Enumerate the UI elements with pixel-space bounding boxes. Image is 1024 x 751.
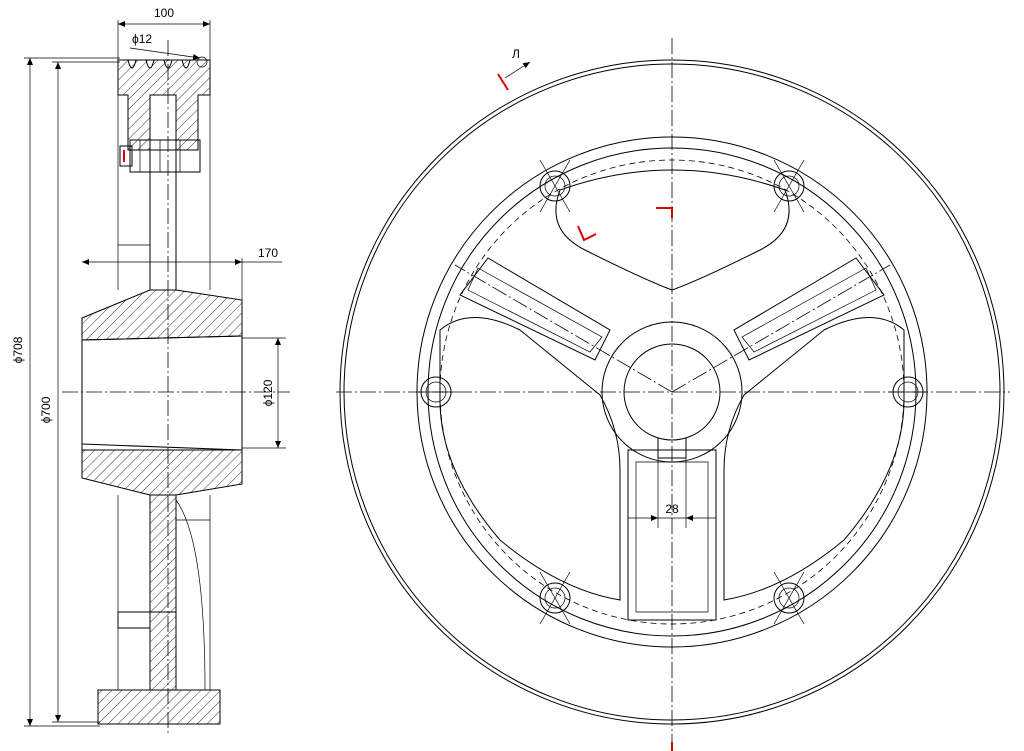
section-marker-left [577,225,597,242]
spoke-upper-right [733,257,885,361]
rim-top-section [117,59,211,151]
hub-section-bottom [81,449,243,496]
spoke-upper-left [459,257,611,361]
dimension-outer-708: ϕ708 [11,57,120,727]
hub-section-top [81,289,243,341]
bolt-hole-top-left [539,159,571,213]
web-lower-section [149,494,177,613]
bolt-hole-left [416,376,456,408]
hub-outer-circle [601,321,743,463]
bolt-hole-top-right [773,159,805,213]
bore-circle [623,343,721,441]
front-view: 28 Л [336,38,1010,751]
section-marker-top: Л [497,47,531,91]
keyway [657,438,687,459]
dim-28-label: 28 [665,502,679,516]
dimension-keyway-28: 28 [628,458,716,528]
dim-700-label: ϕ700 [39,396,53,423]
dimension-hole-12: ϕ12 [129,32,201,60]
dimension-rim-700: ϕ700 [39,61,120,723]
rim-grooves [127,56,208,69]
dimension-170: 170 [82,246,282,300]
bolt-hole-bottom-right [773,571,805,625]
dimension-bore-120: ϕ120 [242,337,286,449]
dim-120-label: ϕ120 [261,379,275,406]
dim-100-label: 100 [154,6,174,20]
spoke-bottom [627,449,717,621]
bolt-assembly [119,139,201,173]
bolt-hole-bottom-left [539,571,571,625]
section-view: 100 ϕ12 170 ϕ120 ϕ708 [11,6,290,735]
section-mark-label: Л [512,47,520,61]
window-left [439,317,621,601]
dim-12-label: ϕ12 [132,32,152,46]
section-marker-center [656,207,673,218]
bolt-hole-right [888,376,928,408]
rim-bottom-section [97,689,221,725]
window-right [723,317,905,601]
window-top [555,169,790,291]
web-upper [149,149,177,291]
dim-170-label: 170 [258,246,278,260]
dimension-100: 100 [117,6,211,60]
dim-708-label: ϕ708 [11,336,25,363]
